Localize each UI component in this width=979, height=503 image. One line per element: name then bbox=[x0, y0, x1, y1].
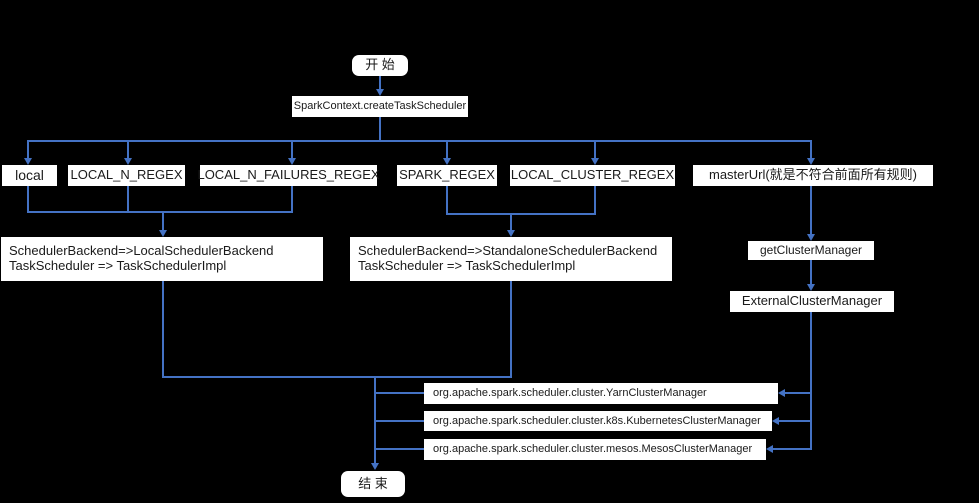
connector bbox=[810, 186, 812, 234]
arrowhead-down bbox=[124, 158, 132, 165]
connector bbox=[594, 141, 596, 158]
node-local-n-regex: LOCAL_N_REGEX bbox=[68, 165, 185, 186]
standalone-backend-line1: SchedulerBackend=>StandaloneSchedulerBac… bbox=[358, 243, 658, 259]
connector bbox=[27, 211, 293, 213]
node-local: local bbox=[2, 165, 57, 186]
connector bbox=[810, 260, 812, 284]
connector bbox=[375, 420, 424, 422]
connector bbox=[27, 186, 29, 213]
arrowhead-left bbox=[766, 445, 773, 453]
connector bbox=[291, 141, 293, 158]
node-kubernetes-cluster-manager: org.apache.spark.scheduler.cluster.k8s.K… bbox=[424, 411, 772, 431]
arrowhead-down bbox=[807, 158, 815, 165]
node-master-url: masterUrl(就是不符合前面所有规则) bbox=[693, 165, 933, 186]
node-external-cluster-manager: ExternalClusterManager bbox=[730, 291, 894, 312]
arrowhead-down bbox=[159, 230, 167, 237]
arrowhead-down bbox=[443, 158, 451, 165]
connector bbox=[127, 186, 129, 213]
connector bbox=[27, 141, 29, 158]
standalone-backend-line2: TaskScheduler => TaskSchedulerImpl bbox=[358, 258, 576, 273]
node-yarn-cluster-manager: org.apache.spark.scheduler.cluster.YarnC… bbox=[424, 383, 778, 404]
connector bbox=[127, 141, 129, 158]
node-start: 开 始 bbox=[352, 55, 408, 76]
node-local-n-failures-regex: LOCAL_N_FAILURES_REGEX bbox=[197, 165, 380, 186]
arrowhead-down bbox=[591, 158, 599, 165]
local-backend-line1: SchedulerBackend=>LocalSchedulerBackend bbox=[9, 243, 274, 259]
connector bbox=[810, 312, 812, 450]
node-standalone-scheduler-backend: SchedulerBackend=>StandaloneSchedulerBac… bbox=[350, 237, 672, 281]
connector bbox=[162, 211, 164, 230]
node-create-task-scheduler: SparkContext.createTaskScheduler bbox=[292, 96, 468, 117]
node-get-cluster-manager: getClusterManager bbox=[748, 241, 874, 260]
connector bbox=[446, 213, 596, 215]
arrowhead-down bbox=[371, 463, 379, 470]
node-local-scheduler-backend: SchedulerBackend=>LocalSchedulerBackend … bbox=[1, 237, 323, 281]
connector bbox=[773, 448, 811, 450]
node-end: 结 束 bbox=[341, 471, 405, 497]
connector bbox=[379, 76, 381, 90]
arrowhead-down bbox=[24, 158, 32, 165]
arrowhead-down bbox=[288, 158, 296, 165]
arrowhead-left bbox=[778, 389, 785, 397]
connector bbox=[446, 141, 448, 158]
node-local-cluster-regex: LOCAL_CLUSTER_REGEX bbox=[510, 165, 675, 186]
connector bbox=[446, 186, 448, 215]
connector bbox=[291, 186, 293, 213]
arrowhead-down bbox=[376, 89, 384, 96]
connector bbox=[594, 186, 596, 215]
connector bbox=[379, 117, 381, 141]
connector bbox=[374, 376, 376, 463]
connector bbox=[375, 392, 424, 394]
connector bbox=[510, 213, 512, 230]
node-mesos-cluster-manager: org.apache.spark.scheduler.cluster.mesos… bbox=[424, 439, 766, 460]
connector bbox=[375, 448, 424, 450]
connector bbox=[162, 376, 512, 378]
connector bbox=[510, 281, 512, 378]
arrowhead-down bbox=[807, 234, 815, 241]
connector bbox=[27, 140, 812, 142]
node-spark-regex: SPARK_REGEX bbox=[397, 165, 497, 186]
arrowhead-left bbox=[772, 417, 779, 425]
local-backend-line2: TaskScheduler => TaskSchedulerImpl bbox=[9, 258, 227, 273]
arrowhead-down bbox=[807, 284, 815, 291]
connector bbox=[785, 392, 811, 394]
connector bbox=[162, 281, 164, 378]
arrowhead-down bbox=[507, 230, 515, 237]
connector bbox=[810, 141, 812, 158]
connector bbox=[779, 420, 811, 422]
